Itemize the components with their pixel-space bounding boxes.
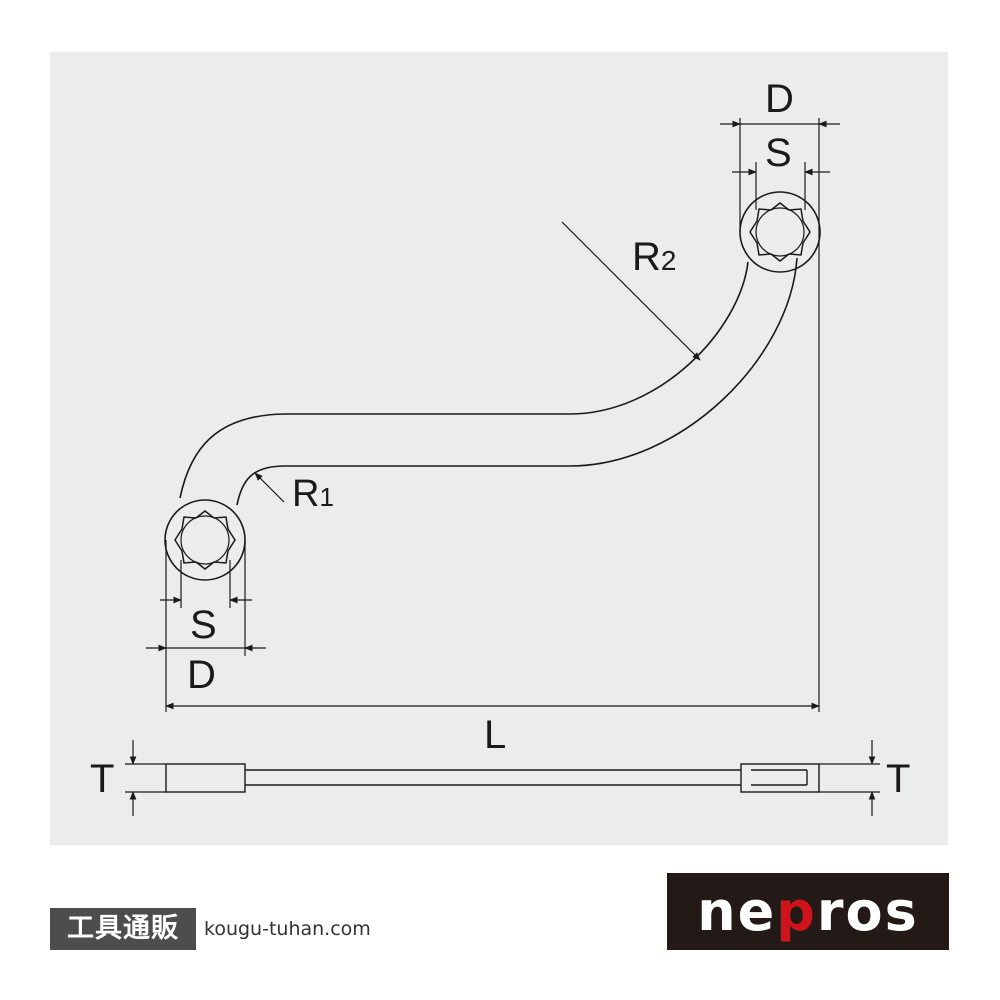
top-s-label: S (765, 131, 792, 175)
wrench-side-view (165, 763, 820, 793)
bottom-opening-inner (180, 515, 230, 565)
top-dimension-lines (720, 118, 840, 712)
t-right-label: T (886, 757, 910, 801)
nepros-logo-text: nepros (697, 880, 919, 943)
top-opening-inner (755, 207, 805, 257)
drawing-panel (50, 52, 948, 845)
r1-leader (254, 472, 285, 503)
r2-label: R2 (632, 235, 676, 279)
bottom-s-label: S (190, 603, 217, 647)
bottom-d-label: D (187, 653, 216, 697)
bottom-dimension-lines (146, 540, 266, 712)
shop-url: kougu-tuhan.com (204, 918, 371, 940)
nepros-logo: nepros (667, 873, 949, 950)
r1-label: R1 (292, 473, 334, 515)
t-dimension-lines (125, 740, 880, 816)
t-left-label: T (90, 757, 114, 801)
top-d-label: D (765, 77, 794, 121)
top-12-point-opening (749, 202, 811, 262)
bottom-12-point-opening (174, 510, 236, 570)
shop-badge: 工具通販 (50, 908, 196, 950)
nepros-logo-p: p (776, 880, 817, 943)
l-label: L (484, 713, 506, 757)
r2-leader (561, 221, 701, 361)
